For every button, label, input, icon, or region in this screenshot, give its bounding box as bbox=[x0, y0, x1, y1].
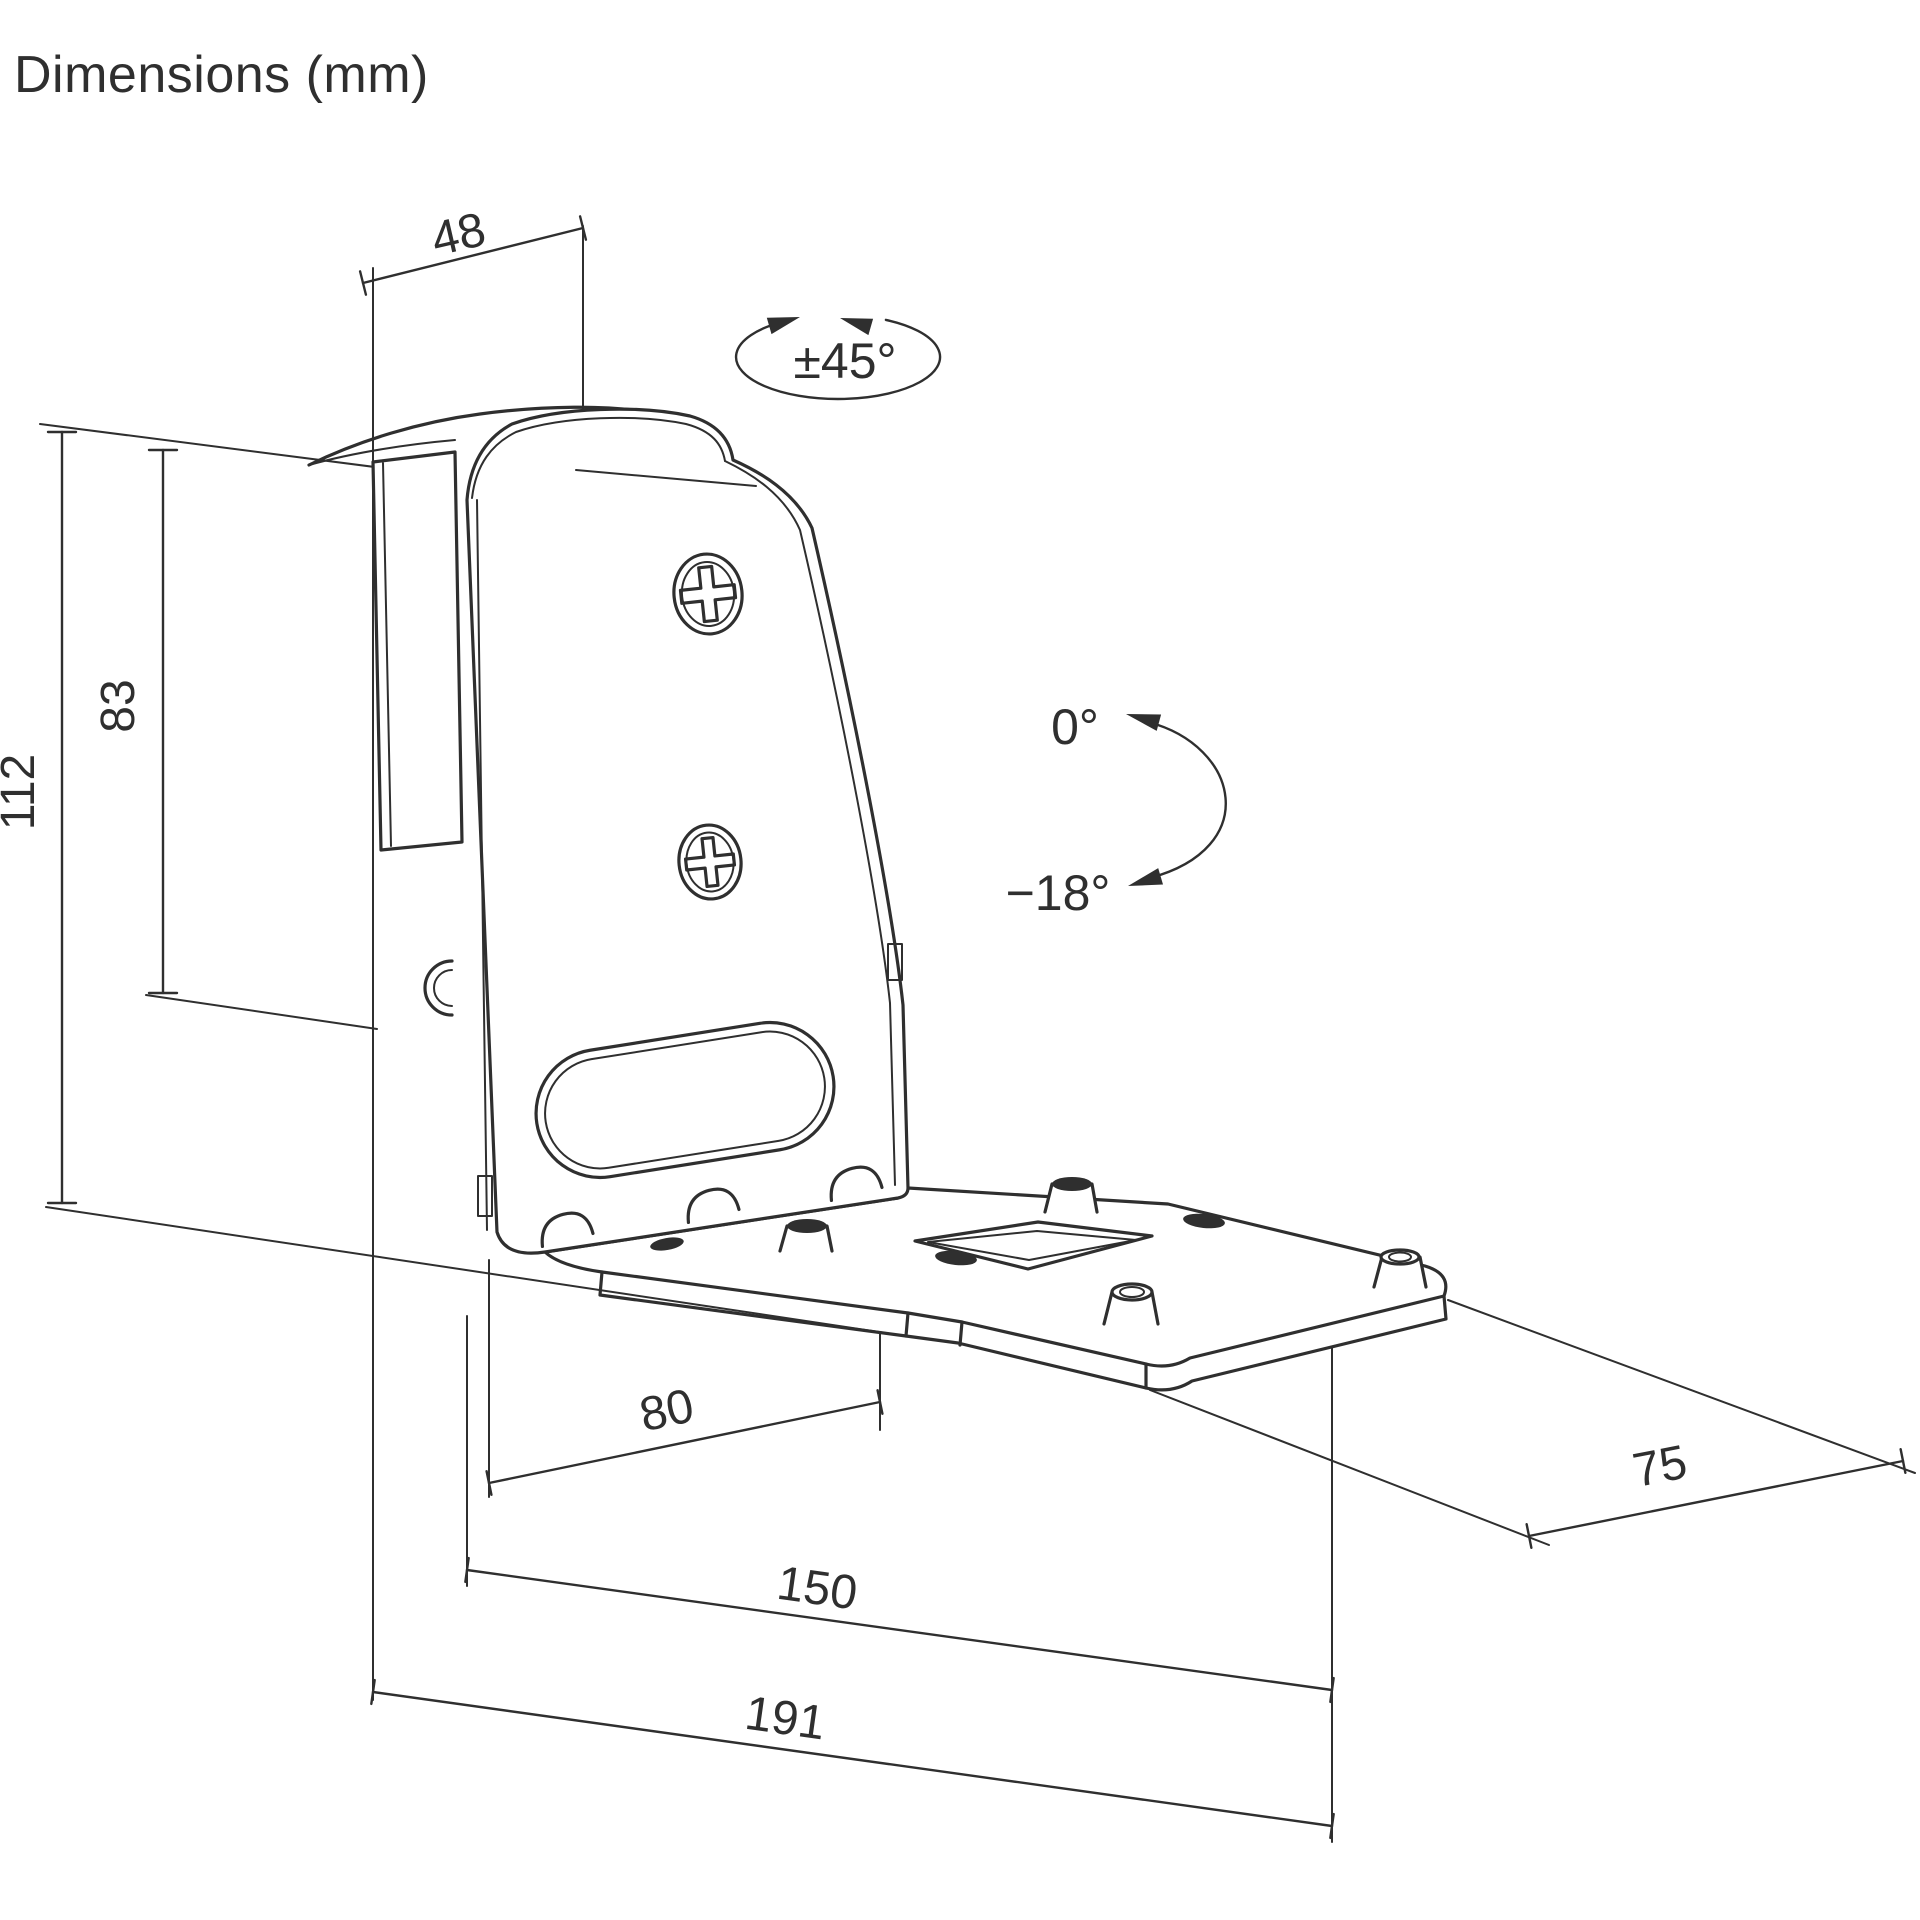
stadium-cutout bbox=[534, 1020, 836, 1180]
screw-top bbox=[672, 552, 744, 636]
tick bbox=[1899, 1448, 1907, 1474]
foot-top bbox=[1379, 1248, 1421, 1266]
tick bbox=[1329, 1812, 1335, 1840]
bracket-part bbox=[307, 405, 1448, 1392]
dimensions: 48 112 83 80 150 bbox=[0, 203, 1907, 1840]
tick bbox=[1525, 1523, 1533, 1549]
tick bbox=[358, 270, 368, 296]
extension-lines bbox=[39, 225, 1916, 1843]
tilt-arc-icon bbox=[1146, 720, 1227, 880]
tick bbox=[485, 1470, 493, 1496]
ext-top-diagonal bbox=[39, 423, 399, 471]
pivot-barrel-outer bbox=[423, 959, 454, 1017]
tick bbox=[370, 1678, 376, 1706]
dimension-48: 48 bbox=[358, 203, 588, 296]
screw-bottom bbox=[677, 823, 743, 901]
dim-label-48: 48 bbox=[427, 203, 491, 267]
slot-hole bbox=[935, 1250, 977, 1266]
tick bbox=[578, 215, 588, 241]
base-feet bbox=[778, 1177, 1428, 1326]
ext-75-right bbox=[1447, 1299, 1916, 1474]
wall-plate-fold bbox=[382, 462, 392, 847]
base-plate-step-edge2 bbox=[904, 1311, 910, 1338]
dim-label-75: 75 bbox=[1629, 1436, 1692, 1498]
latch-tab-left bbox=[477, 1175, 493, 1217]
dimension-112: 112 bbox=[0, 430, 78, 1205]
screw-head-icon bbox=[677, 823, 743, 901]
screw-head-icon bbox=[672, 552, 744, 636]
dimension-80: 80 bbox=[485, 1379, 884, 1496]
ext-75-left bbox=[1149, 1389, 1550, 1546]
foot-pad bbox=[1052, 1177, 1092, 1191]
stadium-outer bbox=[534, 1020, 836, 1180]
slot-hole bbox=[1183, 1213, 1225, 1229]
hinge-knuckles bbox=[540, 1165, 884, 1249]
stadium-inner bbox=[544, 1030, 826, 1170]
column-top-inner bbox=[471, 416, 726, 499]
foot-top bbox=[1110, 1282, 1154, 1302]
tilt-arrowhead-bottom-icon bbox=[1128, 868, 1163, 886]
dimension-150: 150 bbox=[464, 1556, 1335, 1704]
column-face bbox=[465, 407, 910, 1255]
swivel-annotation: ±45° bbox=[734, 317, 942, 401]
dim-label-191: 191 bbox=[742, 1687, 829, 1751]
page-title: Dimensions (mm) bbox=[14, 46, 429, 104]
angle-annotations: ±45° 0° −18° bbox=[734, 317, 1227, 921]
phillips-cross-icon bbox=[683, 835, 737, 889]
foot-pad bbox=[787, 1219, 827, 1233]
base-plate-top bbox=[543, 1186, 1448, 1368]
foot-top-inner bbox=[1388, 1251, 1412, 1263]
dimension-83: 83 bbox=[92, 448, 179, 995]
tick bbox=[876, 1389, 884, 1415]
dimension-75: 75 bbox=[1525, 1436, 1907, 1549]
foot-top-inner bbox=[1119, 1286, 1145, 1298]
knuckle bbox=[540, 1211, 595, 1249]
phillips-cross-icon bbox=[678, 564, 738, 624]
hook-flap-inner bbox=[308, 439, 456, 466]
base-plate-step-edge bbox=[958, 1320, 964, 1347]
tick bbox=[1329, 1676, 1335, 1704]
dim-label-150: 150 bbox=[774, 1557, 861, 1621]
knuckle bbox=[829, 1165, 884, 1203]
column-cap-slit bbox=[575, 469, 757, 487]
latch-tab-right bbox=[887, 943, 903, 981]
pivot-barrel-inner bbox=[433, 969, 453, 1007]
tilt-annotation: 0° −18° bbox=[1006, 699, 1227, 921]
column-right-inner bbox=[724, 460, 896, 1186]
angle-label-minus18: −18° bbox=[1006, 865, 1111, 921]
wall-plate bbox=[371, 450, 464, 852]
base-cutout-inner bbox=[927, 1230, 1137, 1261]
tilt-arrowhead-top-icon bbox=[1126, 714, 1162, 731]
ext-112-bottom bbox=[45, 1206, 907, 1337]
knuckle bbox=[686, 1187, 741, 1225]
angle-label-0: 0° bbox=[1051, 699, 1099, 755]
dim-label-83: 83 bbox=[92, 679, 145, 732]
swivel-rotation-arc-icon bbox=[734, 318, 942, 401]
dim-label-80: 80 bbox=[635, 1379, 698, 1442]
dimension-191: 191 bbox=[370, 1678, 1335, 1840]
column-left-inner bbox=[476, 499, 488, 1231]
ext-83-bottom bbox=[145, 994, 378, 1030]
base-plate-thickness bbox=[598, 1270, 1448, 1392]
slot-hole bbox=[650, 1237, 684, 1251]
angle-label-swivel: ±45° bbox=[793, 333, 896, 389]
swivel-arrowhead-left-icon bbox=[766, 317, 800, 335]
tick bbox=[464, 1556, 470, 1584]
swivel-arrowhead-right-icon bbox=[840, 318, 874, 336]
dim-label-112: 112 bbox=[0, 754, 45, 831]
base-cutout-outer bbox=[913, 1220, 1154, 1271]
